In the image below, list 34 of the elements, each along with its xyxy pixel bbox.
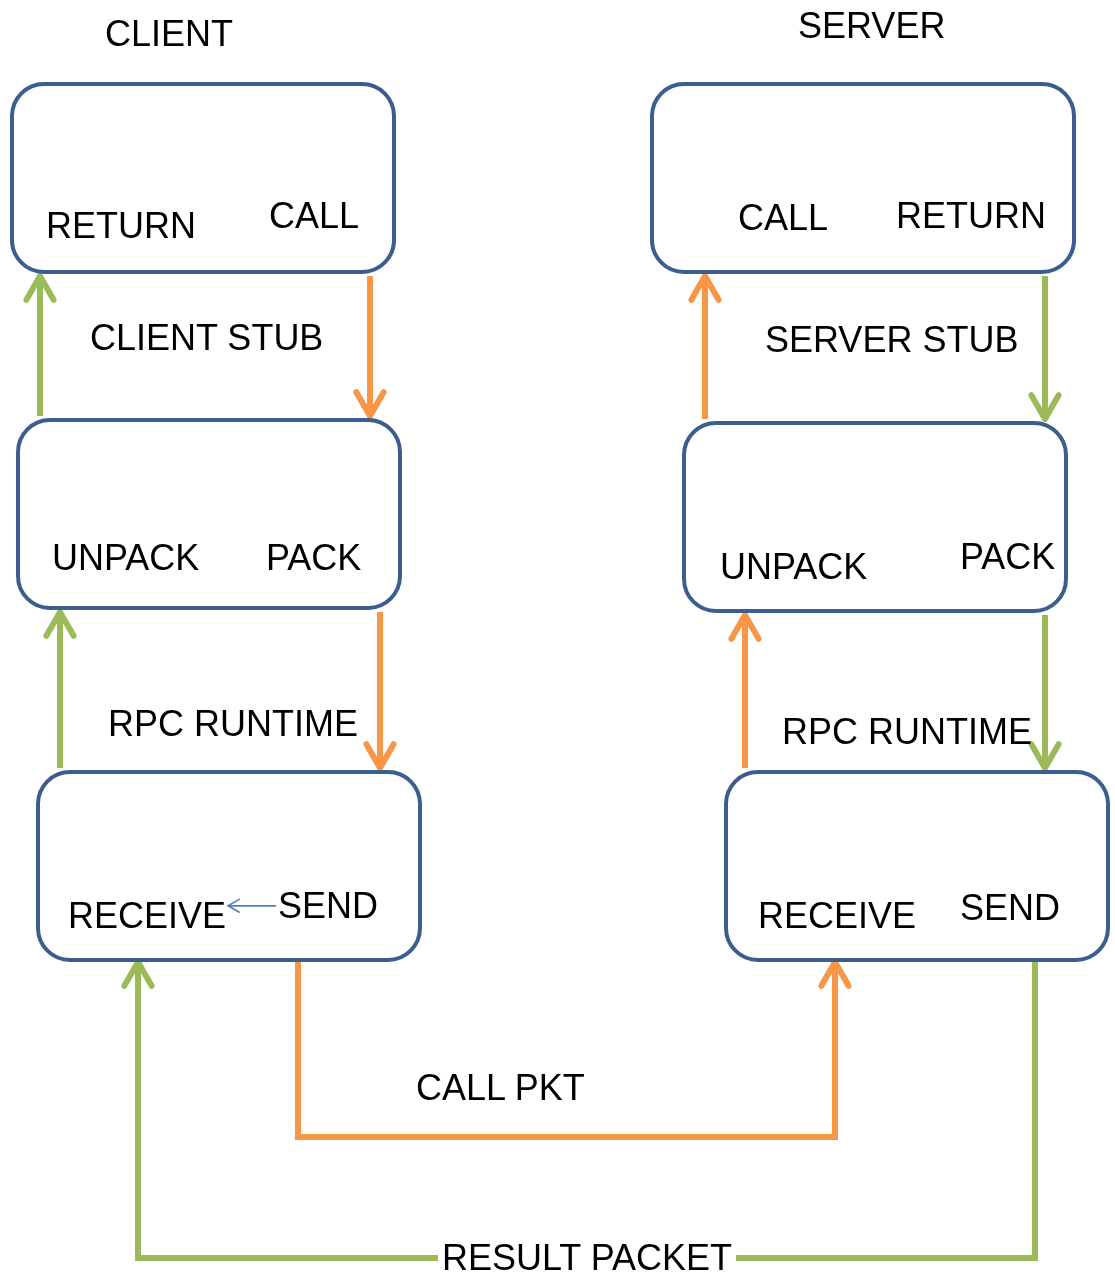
arrow	[353, 276, 387, 419]
box-heading: SERVER	[798, 6, 946, 46]
step-label: RECEIVE	[68, 896, 227, 936]
arrow	[1028, 615, 1062, 771]
arrow	[728, 612, 762, 768]
arrow	[295, 959, 852, 1140]
box-heading: RPC RUNTIME	[782, 712, 1032, 752]
step-label: SEND	[960, 888, 1061, 928]
step-label: RECEIVE	[758, 896, 917, 936]
process-box	[650, 82, 1076, 274]
step-label: PACK	[266, 538, 362, 578]
box-heading: CLIENT STUB	[90, 318, 324, 358]
arrow	[688, 273, 722, 419]
process-box	[682, 421, 1068, 613]
step-label: CALL	[269, 196, 360, 236]
process-box	[16, 418, 402, 610]
step-label: RETURN	[896, 196, 1046, 236]
step-label: UNPACK	[52, 538, 200, 578]
box-heading: CLIENT	[105, 14, 234, 54]
step-label: UNPACK	[720, 547, 868, 587]
step-label: RETURN	[46, 206, 196, 246]
arrow	[23, 273, 57, 416]
process-box	[724, 770, 1110, 962]
step-label: CALL	[738, 198, 829, 238]
arrow	[1028, 276, 1062, 422]
arrow	[363, 612, 397, 771]
box-heading: RPC RUNTIME	[108, 704, 358, 744]
process-box	[10, 82, 396, 274]
arrow	[227, 898, 277, 913]
step-label: PACK	[960, 537, 1056, 577]
step-label: SEND	[278, 886, 379, 926]
box-heading: SERVER STUB	[765, 320, 1019, 360]
arrow	[43, 609, 77, 768]
process-box	[36, 770, 422, 962]
